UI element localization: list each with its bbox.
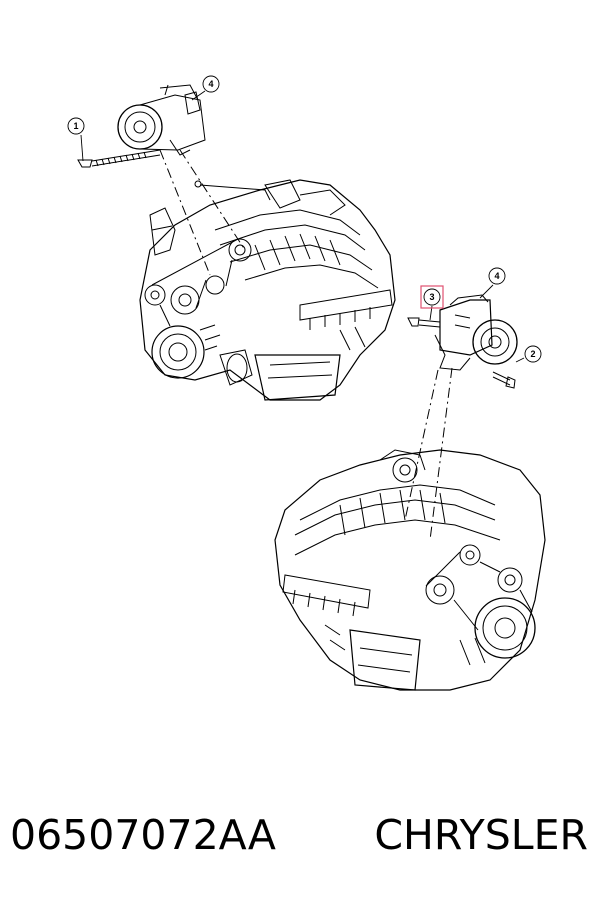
bolt-1 [77, 149, 161, 168]
callout-1: 1 [67, 117, 85, 162]
callout-layer: 1 4 3 4 2 [67, 75, 542, 363]
callout-circle [524, 345, 542, 363]
callout-label: 4 [494, 271, 499, 281]
callout-4: 4 [479, 267, 506, 299]
alignment-lines [159, 149, 453, 541]
callout-leader [191, 90, 206, 101]
part-number: 06507072AA [10, 811, 276, 859]
callout-leader [515, 357, 525, 363]
upper-mount-assembly [117, 84, 206, 156]
callout-2: 2 [515, 345, 542, 363]
callout-leader [479, 284, 494, 299]
callout-circle [423, 288, 441, 306]
highlight-box [420, 285, 444, 309]
lower-engine-drawing [274, 449, 546, 691]
callout-circle [488, 267, 506, 285]
callout-circle [202, 75, 220, 93]
callout-4: 4 [191, 75, 220, 101]
callout-circle [67, 117, 85, 135]
bolt-3 [407, 317, 441, 328]
callout-label: 3 [429, 292, 434, 302]
callout-3: 3 [420, 285, 444, 321]
upper-engine-drawing [139, 179, 396, 401]
bolt-2 [492, 371, 516, 389]
callout-leader [80, 134, 84, 162]
brand-name: CHRYSLER [374, 811, 588, 859]
callout-label: 4 [208, 79, 213, 89]
engine-mount-diagram: 1 4 3 4 2 [67, 75, 546, 691]
caption-bar: 06507072AA CHRYSLER [0, 795, 600, 875]
callout-label: 2 [530, 349, 535, 359]
lower-mount-assembly [434, 294, 518, 371]
callout-label: 1 [73, 121, 78, 131]
